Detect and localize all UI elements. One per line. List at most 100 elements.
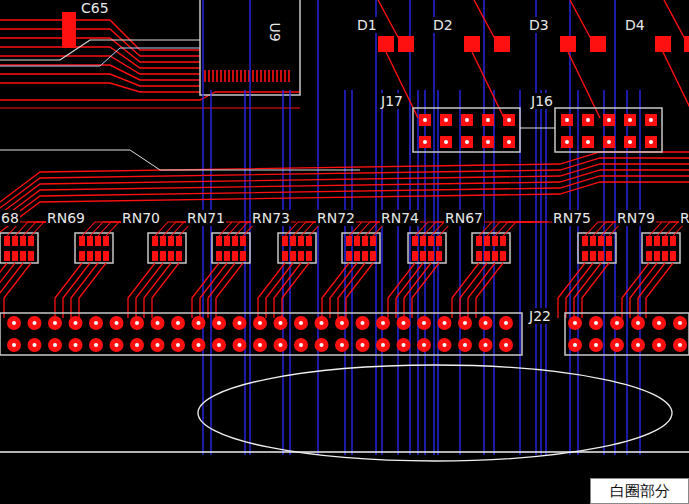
resistor-pad [168,251,174,261]
connector-pad [48,338,62,352]
via-trace [433,0,434,455]
trace [152,263,179,318]
connector-pad [28,316,42,330]
chip-pin [240,70,242,82]
diode-pad [398,36,414,52]
header-pad [461,114,473,126]
drill-hole [636,321,640,325]
chip-pin [224,70,226,82]
drill-hole [607,140,611,144]
note-box: 白圈部分 [590,478,689,504]
resistor-pad [654,236,660,246]
drill-hole [381,321,385,325]
diode-pad [560,36,576,52]
drill-hole [463,343,467,347]
header-pad [603,114,615,126]
drill-hole [135,343,139,347]
via-trace [282,90,283,455]
header-pad [561,114,573,126]
drill-hole [361,321,365,325]
resistor-pad [412,236,418,246]
resistor-pad [354,236,360,246]
via-trace [289,90,290,455]
chip-pin [288,70,290,82]
resistor-pad [224,236,230,246]
drill-hole [197,321,201,325]
resistor-pad [12,251,18,261]
via-trace [614,0,615,455]
resistor-pad [298,251,304,261]
connector-pad [438,338,452,352]
resistor-outline [642,233,680,263]
chip-pin [260,70,262,82]
trace [663,52,689,118]
chip-pin [276,70,278,82]
connector-pad [631,316,645,330]
connector-pad [151,316,165,330]
connector-pad [69,338,83,352]
resistor-outline [75,233,113,263]
drill-hole [573,321,577,325]
resistor-pad [484,236,490,246]
drill-hole [657,343,661,347]
part-label: D4 [624,17,646,33]
drill-hole [678,343,682,347]
connector-pad [438,316,452,330]
connector-pad [212,338,226,352]
trace [216,263,243,318]
trace [646,263,673,318]
part-label: RN69 [46,210,86,226]
drill-hole [636,343,640,347]
part-label: RN74 [380,210,420,226]
chip-pin [236,70,238,82]
part-label: RN71 [186,210,226,226]
resistor-pad [160,236,166,246]
drill-hole [444,140,448,144]
resistor-pad [306,236,312,246]
drill-hole [258,321,262,325]
chip-pin [216,70,218,82]
drill-hole [176,343,180,347]
resistor-pad [28,251,34,261]
drill-hole [423,140,427,144]
connector-pad [631,338,645,352]
connector-pad [89,316,103,330]
connector-pad [397,338,411,352]
part-label: J17 [380,93,404,109]
trace [282,263,309,318]
silk-line [0,48,200,66]
resistor-pad [436,251,442,261]
trace [0,83,200,92]
drill-hole [156,343,160,347]
connector-pad [673,316,687,330]
header-pad [482,114,494,126]
resistor-pad [176,251,182,261]
resistor-pad [224,251,230,261]
resistor-pad [646,251,652,261]
drill-hole [33,321,37,325]
via-trace [351,90,352,455]
resistor-outline [408,233,446,263]
resistor-pad [176,236,182,246]
resistor-pad [606,236,612,246]
chip-pin [268,70,270,82]
resistor-pad [240,251,246,261]
drill-hole [507,140,511,144]
part-label: RN70 [121,210,161,226]
resistor-pad [646,236,652,246]
connector-pad [417,338,431,352]
resistor-pad [590,236,596,246]
drill-hole [279,321,283,325]
via-trace [483,0,484,455]
drill-hole [565,118,569,122]
resistor-outline [578,233,616,263]
connector-pad [458,316,472,330]
resistor-pad [484,251,490,261]
part-label: D2 [432,17,454,33]
connector-pad [130,338,144,352]
drill-hole [381,343,385,347]
board-edge [0,451,689,453]
connector-outline [0,313,522,355]
connector-pad [171,316,185,330]
